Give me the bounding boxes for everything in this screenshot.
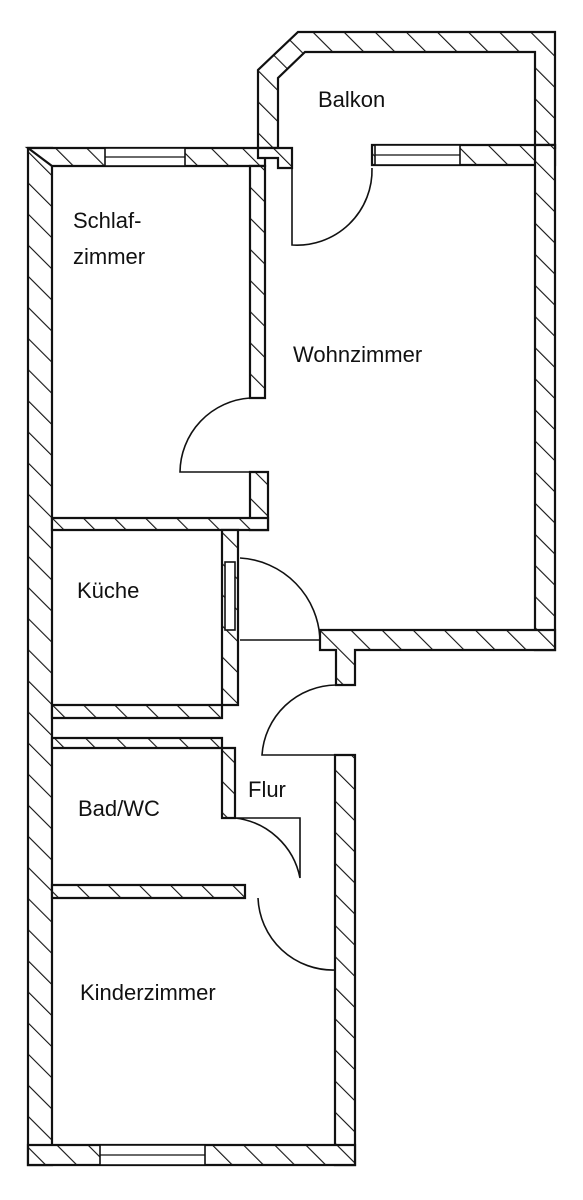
door-flur — [261, 684, 337, 756]
label-bad: Bad/WC — [78, 796, 160, 821]
wall-schlaf-bottom — [50, 516, 270, 532]
wall-flur-right — [333, 753, 357, 1167]
label-flur: Flur — [248, 777, 286, 802]
window-wohnzimmer — [374, 144, 461, 166]
door-wohnzimmer — [239, 557, 321, 641]
label-kueche: Küche — [77, 578, 139, 603]
label-balkon: Balkon — [318, 87, 385, 112]
door-kinderzimmer — [257, 897, 336, 971]
label-wohnzimmer: Wohnzimmer — [293, 342, 422, 367]
wall-balcony-corner — [256, 146, 294, 170]
wall-bad-bottom — [50, 883, 247, 900]
outer-wall-left — [26, 146, 54, 1167]
wall-kueche-bottom — [50, 703, 224, 720]
door-schlafzimmer — [179, 397, 251, 473]
label-kinderzimmer: Kinderzimmer — [80, 980, 216, 1005]
door-balkon — [291, 167, 373, 246]
window-kinderzimmer — [99, 1144, 206, 1166]
window-kueche-flur — [224, 561, 236, 631]
wall-bad-right — [220, 746, 237, 820]
wall-schlaf-wohn-upper — [248, 164, 267, 400]
window-schlafzimmer — [104, 147, 186, 167]
wall-kueche-bad-middle — [50, 736, 224, 750]
label-schlafzimmer-line1: Schlaf- — [73, 208, 141, 233]
door-bad — [234, 817, 301, 879]
label-schlafzimmer-line2: zimmer — [73, 244, 145, 269]
wohnzimmer-wall-bottom — [318, 628, 557, 687]
balcony-wall — [256, 30, 557, 150]
wohnzimmer-wall-right — [533, 143, 557, 652]
